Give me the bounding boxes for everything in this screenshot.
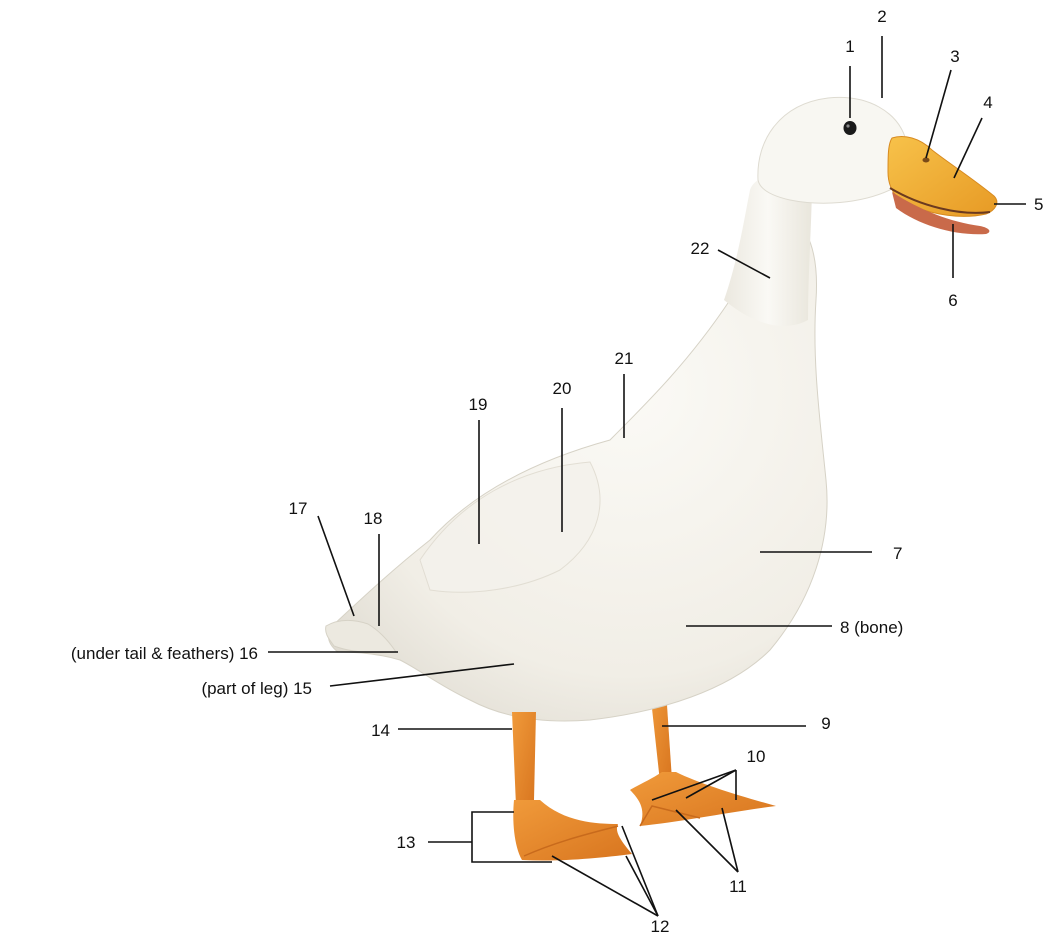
label-16: (under tail & feathers) 16	[71, 644, 258, 663]
label-12: 12	[651, 917, 670, 936]
leader-12c	[625, 855, 659, 917]
label-2: 2	[877, 7, 886, 26]
leader-3	[925, 69, 952, 159]
leader-11b	[721, 807, 739, 873]
duck-head	[757, 96, 908, 204]
labels: 1 2 3 4 5 6 22 21 20 19 17 18 7 8 (bone)…	[71, 7, 1044, 936]
lower-mandible	[892, 192, 990, 235]
label-11: 11	[729, 877, 747, 896]
label-13: 13	[397, 833, 416, 852]
label-19: 19	[469, 395, 488, 414]
near-leg	[512, 712, 632, 861]
leader-15	[329, 663, 515, 687]
label-17: 17	[289, 499, 308, 518]
wing	[419, 461, 601, 593]
label-5: 5	[1034, 195, 1043, 214]
leader-11a	[675, 809, 739, 873]
label-6: 6	[948, 291, 957, 310]
leader-10a	[651, 769, 737, 801]
label-3: 3	[950, 47, 959, 66]
mouth-line	[889, 187, 991, 214]
leader-22	[717, 249, 771, 279]
label-8: 8 (bone)	[840, 618, 903, 637]
label-22: 22	[691, 239, 710, 258]
label-21: 21	[615, 349, 634, 368]
leader-12b	[621, 825, 659, 917]
leader-10b	[685, 769, 737, 799]
label-7: 7	[893, 544, 902, 563]
far-leg	[630, 690, 776, 827]
bracket-13	[471, 811, 552, 863]
label-15: (part of leg) 15	[201, 679, 312, 698]
leader-lines	[268, 36, 1026, 917]
duck-beak	[887, 136, 998, 217]
nostril	[922, 157, 930, 163]
duck-eye	[843, 121, 857, 135]
label-4: 4	[983, 93, 992, 112]
label-10: 10	[747, 747, 766, 766]
label-9: 9	[821, 714, 830, 733]
leader-12a	[551, 855, 659, 917]
duck-illustration	[325, 96, 998, 861]
label-20: 20	[553, 379, 572, 398]
leader-17	[317, 515, 355, 617]
leader-4	[953, 117, 983, 179]
duck-neck	[724, 173, 812, 326]
label-1: 1	[845, 37, 854, 56]
label-18: 18	[364, 509, 383, 528]
label-14: 14	[371, 721, 390, 740]
